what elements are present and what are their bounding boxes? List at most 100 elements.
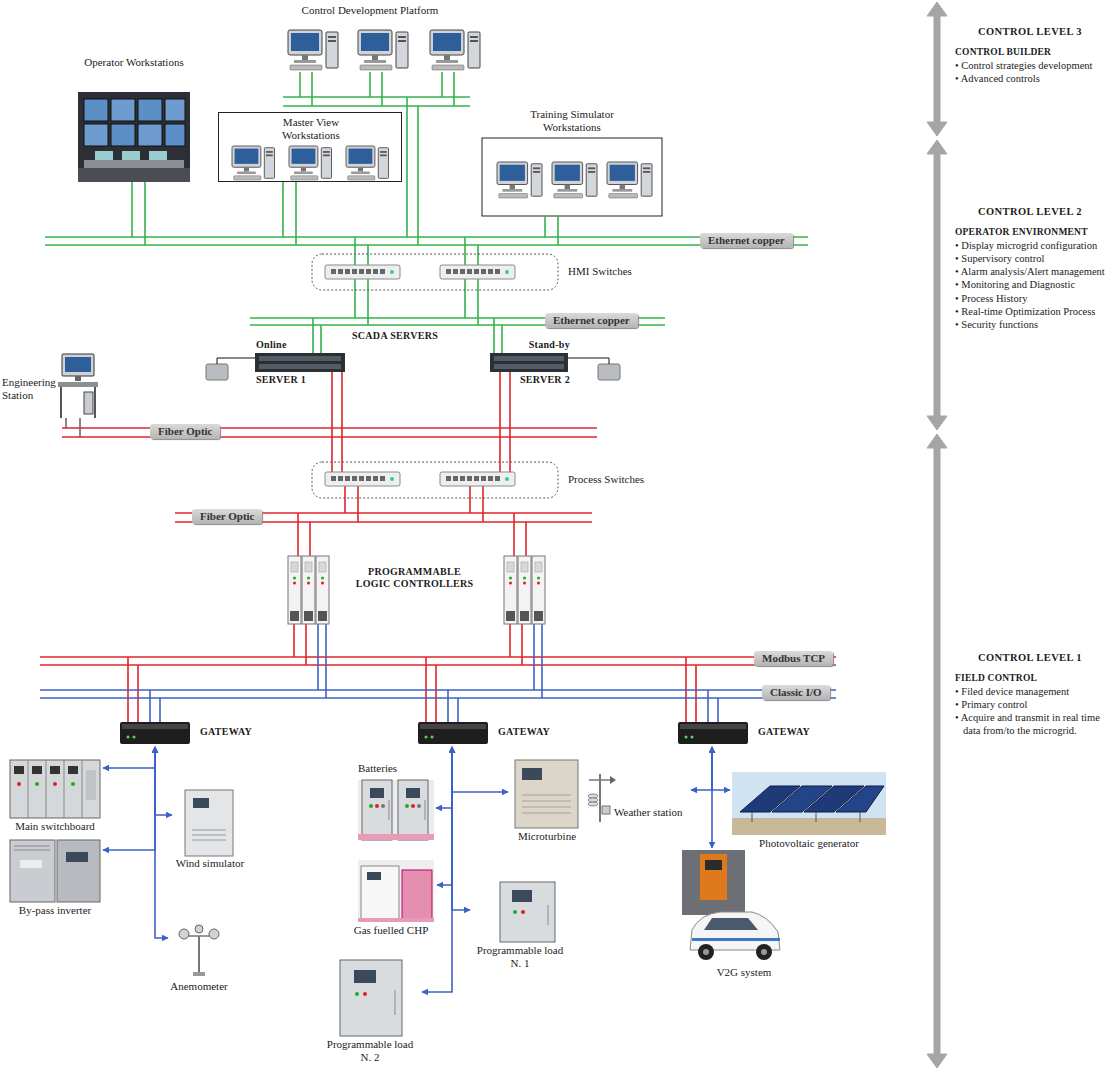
drawing-part — [501, 325, 503, 353]
drawing-part — [521, 624, 523, 665]
node-text: Online — [256, 339, 316, 351]
signal-arrow — [452, 747, 470, 910]
signal-arrow — [712, 747, 730, 790]
drawing-part — [45, 236, 808, 238]
drawing-part — [355, 992, 359, 996]
signal-arrow — [103, 747, 155, 768]
workstation-group: Training Simulator Workstations — [482, 108, 662, 216]
drawing-part — [122, 151, 140, 160]
drawing-part — [490, 353, 568, 372]
drawing-part — [358, 860, 434, 922]
drawing-part — [64, 760, 65, 818]
drawing-part — [541, 624, 543, 698]
drawing-part — [610, 776, 616, 784]
drawing-part — [599, 774, 601, 822]
drawing-part — [95, 151, 113, 160]
server: Stand-bySERVER 2 — [488, 338, 572, 390]
drawing-part — [331, 372, 333, 472]
ethernet-wires — [45, 72, 808, 353]
drawing-part — [836, 786, 884, 812]
drawing-part — [690, 912, 780, 950]
drawing-part — [317, 624, 319, 690]
drawing-part — [316, 556, 329, 624]
drawing-part — [752, 812, 753, 822]
level-bullet: • Control strategies development — [955, 59, 1105, 72]
chp-photo — [358, 860, 434, 922]
drawing-part — [700, 854, 727, 900]
drawing-part — [548, 905, 549, 925]
drawing-part — [144, 182, 146, 245]
node-text: Engineering Station — [2, 376, 60, 402]
drawing-part — [435, 665, 437, 722]
drawing-part — [588, 794, 598, 798]
drawing-part — [40, 689, 836, 691]
signal-arrow — [422, 747, 452, 992]
level-bullet: • Display microgrid configuration — [955, 239, 1105, 252]
drawing-part — [509, 624, 511, 657]
drawing-part — [704, 918, 758, 930]
drawing-part — [86, 770, 96, 800]
drawing-part — [464, 237, 466, 265]
drawing-part — [927, 434, 947, 448]
field-device: Programmable load N. 2 — [318, 958, 422, 1068]
drawing-part — [35, 782, 39, 786]
drawing-part — [14, 850, 50, 851]
signal-arrow — [452, 747, 508, 792]
node-text: Microturbine — [508, 830, 586, 843]
drawing-part — [515, 760, 578, 828]
drawing-part — [692, 938, 780, 941]
level-heading: CONTROL LEVEL 2 — [955, 206, 1105, 217]
drawing-part — [288, 556, 301, 624]
workstation-box: Master View Workstations — [218, 112, 402, 182]
drawing-part — [358, 30, 408, 70]
drawing-part — [430, 30, 480, 70]
drawing-part — [62, 436, 597, 438]
node-text: By-pass inverter — [8, 904, 102, 917]
drawing-part — [131, 182, 133, 237]
drawing-part — [509, 372, 511, 472]
drawing-part — [78, 168, 190, 182]
drawing-part — [494, 356, 564, 361]
workstation-group: Operator Workstations — [76, 56, 192, 184]
drawing-part — [60, 387, 62, 418]
bus-label: Fiber Optic — [150, 424, 220, 439]
switchboard-photo — [10, 760, 100, 818]
signal-arrow — [155, 747, 168, 938]
drawing-part — [255, 353, 345, 372]
drawing-part — [358, 918, 434, 922]
drawing-part — [193, 798, 209, 808]
level-bullet: • Process History — [955, 292, 1105, 305]
drawing-part — [568, 358, 609, 364]
drawing-part — [259, 364, 341, 369]
workstation-frame — [482, 138, 662, 216]
drawing-part — [14, 766, 24, 774]
drawing-part — [493, 318, 495, 353]
drawing-part — [512, 890, 532, 902]
drawing-part — [14, 846, 50, 847]
drawing-part — [682, 850, 745, 915]
drawing-part — [398, 780, 428, 840]
drawing-part — [120, 722, 190, 744]
node-text: Wind simulator — [172, 857, 248, 870]
drawing-part — [494, 364, 564, 369]
drawing-part — [309, 522, 311, 556]
node-text: Training Simulator Workstations — [512, 108, 632, 134]
field-device: Programmable load N. 1 — [470, 880, 570, 972]
drawing-part — [138, 99, 162, 121]
node-text: Weather station — [614, 806, 690, 819]
drawing-part — [402, 870, 432, 920]
level-bullet: • Supervisory control — [955, 252, 1105, 265]
drawing-part — [232, 146, 275, 180]
drawing-part — [84, 99, 108, 121]
drawing-part — [552, 162, 597, 198]
node-text: Control Development Platform — [250, 4, 490, 17]
level-heading: CONTROL LEVEL 1 — [955, 652, 1105, 663]
microturbine-photo — [515, 760, 578, 828]
control-room — [78, 92, 190, 182]
drawing-part — [94, 387, 96, 418]
field-device: Main switchboard — [8, 758, 103, 836]
level-bullet: • Alarm analysis/Alert management — [955, 265, 1105, 278]
signal-arrow — [691, 747, 712, 790]
gateway: GATEWAY — [118, 720, 268, 747]
